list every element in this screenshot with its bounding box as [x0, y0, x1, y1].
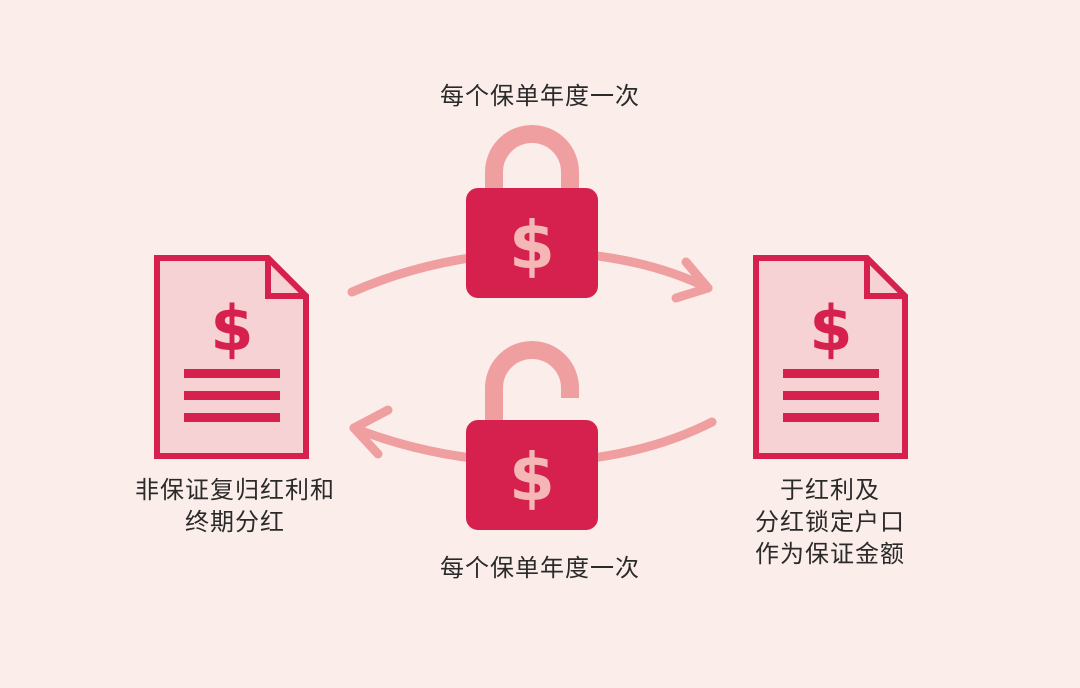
dollar-sign: $ [509, 207, 555, 284]
document-icon: $ [154, 255, 309, 459]
label-top-text: 每个保单年度一次 [440, 82, 640, 110]
label-right-line-2: 分红锁定户口 [755, 508, 905, 536]
dollar-sign: $ [809, 292, 852, 365]
label-bottom: 每个保单年度一次 [340, 552, 740, 584]
label-left-line-2: 终期分红 [185, 508, 285, 536]
label-bottom-text: 每个保单年度一次 [440, 554, 640, 582]
dollar-sign: $ [210, 292, 253, 365]
label-right-line-1: 于红利及 [780, 476, 880, 504]
label-left: 非保证复归红利和 终期分红 [100, 474, 370, 538]
label-right: 于红利及 分红锁定户口 作为保证金额 [720, 474, 940, 570]
label-left-line-1: 非保证复归红利和 [135, 476, 335, 504]
padlock-locked-icon: $ [466, 125, 598, 298]
document-icon: $ [753, 255, 908, 459]
label-right-line-3: 作为保证金额 [755, 540, 905, 568]
dollar-sign: $ [509, 439, 555, 516]
label-top: 每个保单年度一次 [340, 80, 740, 112]
padlock-unlocked-icon: $ [466, 341, 598, 530]
